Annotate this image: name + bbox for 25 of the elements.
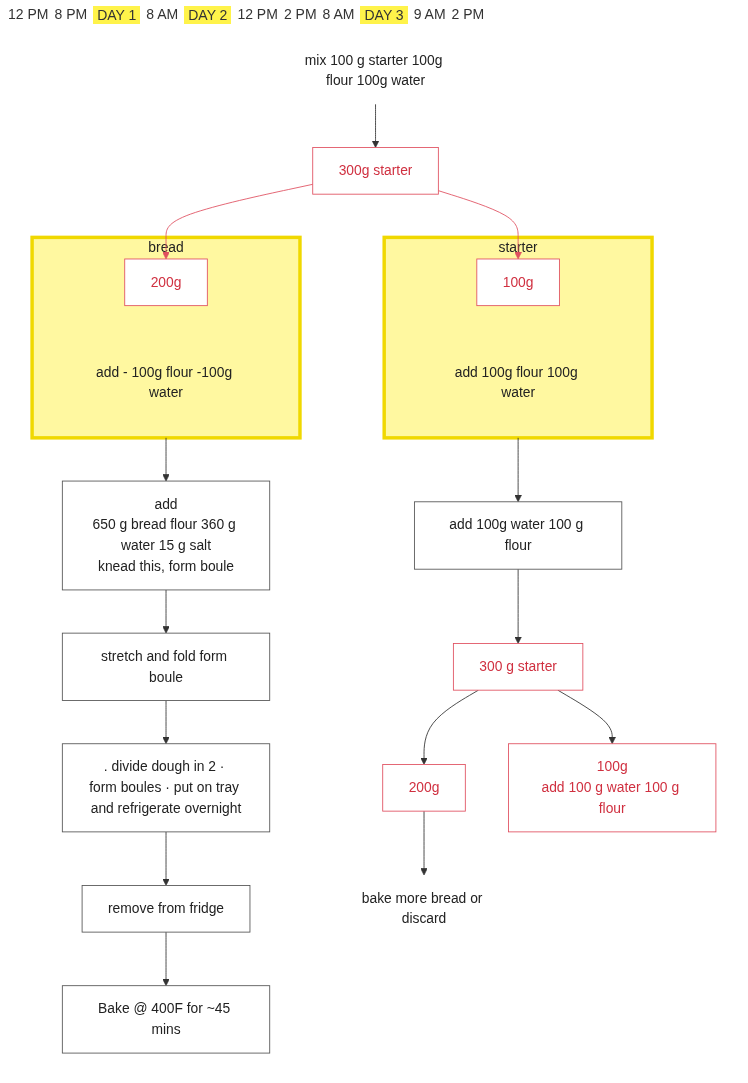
node-box: add 100g water 100 g flour	[414, 501, 623, 570]
node-box: 200g	[124, 258, 208, 307]
node-box: 200g	[382, 764, 466, 812]
time-label: 8 AM	[146, 6, 179, 24]
time-label: 8 PM	[54, 6, 88, 24]
node-text: bake more bread or discard	[361, 890, 483, 927]
node-box: stretch and fold form boule	[61, 632, 271, 701]
time-label: 12 PM	[237, 6, 278, 24]
node-box: 300 g starter	[452, 643, 584, 691]
day-label: DAY 1	[93, 6, 141, 24]
node-box: Bake @ 400F for ~45 mins	[61, 985, 271, 1054]
day-label: DAY 2	[184, 6, 232, 24]
node-box: 300g starter	[312, 147, 439, 195]
node-box: . divide dough in 2 · form boules · put on tray and refrigerate overnight	[61, 743, 271, 833]
day-label: DAY 3	[360, 6, 408, 24]
time-label: 2 PM	[451, 6, 485, 24]
node-box: 100g add 100 g water 100 g flour	[508, 743, 717, 833]
time-label: 8 AM	[322, 6, 355, 24]
time-label: 9 AM	[413, 6, 446, 24]
node-box: remove from fridge	[81, 885, 251, 933]
node-text: mix 100 g starter 100g flour 100g water	[304, 52, 443, 88]
node-box: add 650 g bread flour 360 g water 15 g salt knead this, form boule	[61, 480, 271, 591]
time-label: 2 PM	[283, 6, 317, 24]
time-label: 12 PM	[8, 6, 49, 24]
node-box: 100g	[476, 258, 560, 307]
